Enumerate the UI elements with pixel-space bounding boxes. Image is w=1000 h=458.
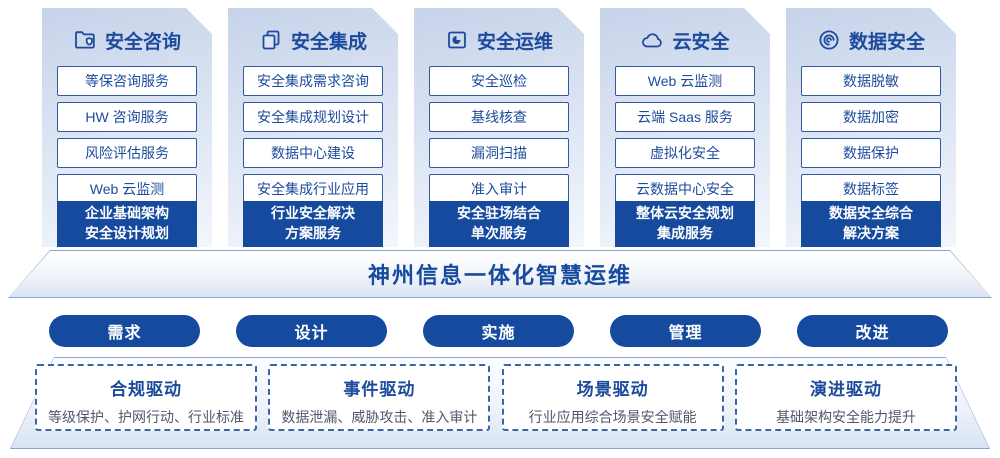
service-item: 云数据中心安全	[615, 174, 755, 204]
column-card-cloud: 云安全 Web 云监测 云端 Saas 服务 虚拟化安全 云数据中心安全 整体云…	[600, 8, 770, 247]
driver-title: 合规驱动	[110, 380, 182, 399]
service-item: Web 云监测	[615, 66, 755, 96]
phase-pill-design: 设计	[236, 315, 387, 347]
column-card-data: 数据安全 数据脱敏 数据加密 数据保护 数据标签 数据安全综合 解决方案	[786, 8, 956, 247]
service-item: 数据加密	[801, 102, 941, 132]
service-item-list: 等保咨询服务 HW 咨询服务 风险评估服务 Web 云监测	[57, 66, 197, 204]
phase-pill-management: 管理	[610, 315, 761, 347]
column-footer: 数据安全综合 解决方案	[801, 201, 941, 247]
service-item: 等保咨询服务	[57, 66, 197, 96]
driver-box-scenario: 场景驱动 行业应用综合场景安全赋能	[501, 364, 724, 431]
driver-title: 事件驱动	[343, 380, 416, 399]
phase-pills: 需求 设计 实施 管理 改进	[49, 315, 948, 347]
service-item: 虚拟化安全	[615, 138, 755, 168]
footer-line: 行业安全解决	[271, 205, 355, 222]
column-footer: 行业安全解决 方案服务	[243, 201, 383, 247]
service-item: 准入审计	[429, 174, 569, 204]
column-card-integration: 安全集成 安全集成需求咨询 安全集成规划设计 数据中心建设 安全集成行业应用 行…	[228, 8, 398, 247]
column-header: 数据安全	[786, 24, 956, 56]
cloud-icon	[640, 28, 664, 52]
documents-icon	[259, 28, 283, 52]
driver-box-incident: 事件驱动 数据泄漏、威胁攻击、准入审计	[268, 364, 491, 431]
column-footer: 整体云安全规划 集成服务	[615, 201, 755, 247]
footer-line: 企业基础架构	[85, 205, 169, 222]
service-item-list: 数据脱敏 数据加密 数据保护 数据标签	[801, 66, 941, 204]
footer-line: 安全驻场结合	[457, 205, 541, 222]
service-item: Web 云监测	[57, 174, 197, 204]
service-item: 安全集成规划设计	[243, 102, 383, 132]
service-item: 漏洞扫描	[429, 138, 569, 168]
fingerprint-icon	[817, 28, 841, 52]
service-item: 数据脱敏	[801, 66, 941, 96]
driver-box-compliance: 合规驱动 等级保护、护网行动、行业标准	[35, 364, 257, 431]
phase-pill-implementation: 实施	[423, 315, 574, 347]
driver-description: 行业应用综合场景安全赋能	[528, 409, 697, 425]
service-item: 基线核查	[429, 102, 569, 132]
column-header: 安全运维	[414, 24, 584, 56]
service-item-list: Web 云监测 云端 Saas 服务 虚拟化安全 云数据中心安全	[615, 66, 755, 204]
platform-banner: 神州信息一体化智慧运维	[8, 250, 992, 298]
footer-line: 数据安全综合	[829, 205, 913, 222]
footer-line: 集成服务	[657, 225, 713, 241]
footer-line: 安全设计规划	[85, 225, 169, 241]
column-title: 安全集成	[290, 31, 367, 53]
service-item-list: 安全巡检 基线核查 漏洞扫描 准入审计	[429, 66, 569, 204]
driver-title: 场景驱动	[576, 380, 649, 399]
column-card-operations: 安全运维 安全巡检 基线核查 漏洞扫描 准入审计 安全驻场结合 单次服务	[414, 8, 584, 247]
driver-box-evolution: 演进驱动 基础架构安全能力提升	[734, 364, 957, 431]
column-footer: 企业基础架构 安全设计规划	[57, 201, 197, 247]
column-header: 安全集成	[228, 24, 398, 56]
service-item: 安全集成行业应用	[243, 174, 383, 204]
footer-line: 方案服务	[285, 225, 341, 241]
service-item: 云端 Saas 服务	[615, 102, 755, 132]
footer-line: 整体云安全规划	[636, 205, 734, 222]
service-item: 安全巡检	[429, 66, 569, 96]
phase-pill-requirements: 需求	[49, 315, 200, 347]
banner-title: 神州信息一体化智慧运维	[367, 263, 632, 288]
service-item: 安全集成需求咨询	[243, 66, 383, 96]
column-header: 安全咨询	[42, 24, 212, 56]
monitor-pie-icon	[445, 28, 469, 52]
folder-shield-icon	[73, 28, 97, 52]
column-title: 安全运维	[476, 31, 553, 53]
column-title: 云安全	[672, 31, 730, 53]
driver-boxes: 合规驱动 等级保护、护网行动、行业标准 事件驱动 数据泄漏、威胁攻击、准入审计 …	[35, 364, 957, 431]
column-title: 安全咨询	[104, 31, 181, 53]
service-item-list: 安全集成需求咨询 安全集成规划设计 数据中心建设 安全集成行业应用	[243, 66, 383, 204]
phase-pill-improvement: 改进	[797, 315, 948, 347]
column-card-consulting: 安全咨询 等保咨询服务 HW 咨询服务 风险评估服务 Web 云监测 企业基础架…	[42, 8, 212, 247]
column-footer: 安全驻场结合 单次服务	[429, 201, 569, 247]
banner-surface	[9, 251, 991, 297]
service-item: HW 咨询服务	[57, 102, 197, 132]
footer-line: 解决方案	[843, 225, 899, 241]
service-item: 风险评估服务	[57, 138, 197, 168]
service-columns: 安全咨询 等保咨询服务 HW 咨询服务 风险评估服务 Web 云监测 企业基础架…	[42, 8, 956, 247]
column-title: 数据安全	[848, 31, 925, 53]
service-item: 数据中心建设	[243, 138, 383, 168]
driver-description: 基础架构安全能力提升	[775, 409, 916, 425]
column-header: 云安全	[600, 24, 770, 56]
service-item: 数据标签	[801, 174, 941, 204]
driver-description: 数据泄漏、威胁攻击、准入审计	[281, 409, 478, 425]
driver-description: 等级保护、护网行动、行业标准	[48, 409, 244, 425]
driver-title: 演进驱动	[809, 380, 882, 399]
service-item: 数据保护	[801, 138, 941, 168]
footer-line: 单次服务	[471, 225, 527, 241]
